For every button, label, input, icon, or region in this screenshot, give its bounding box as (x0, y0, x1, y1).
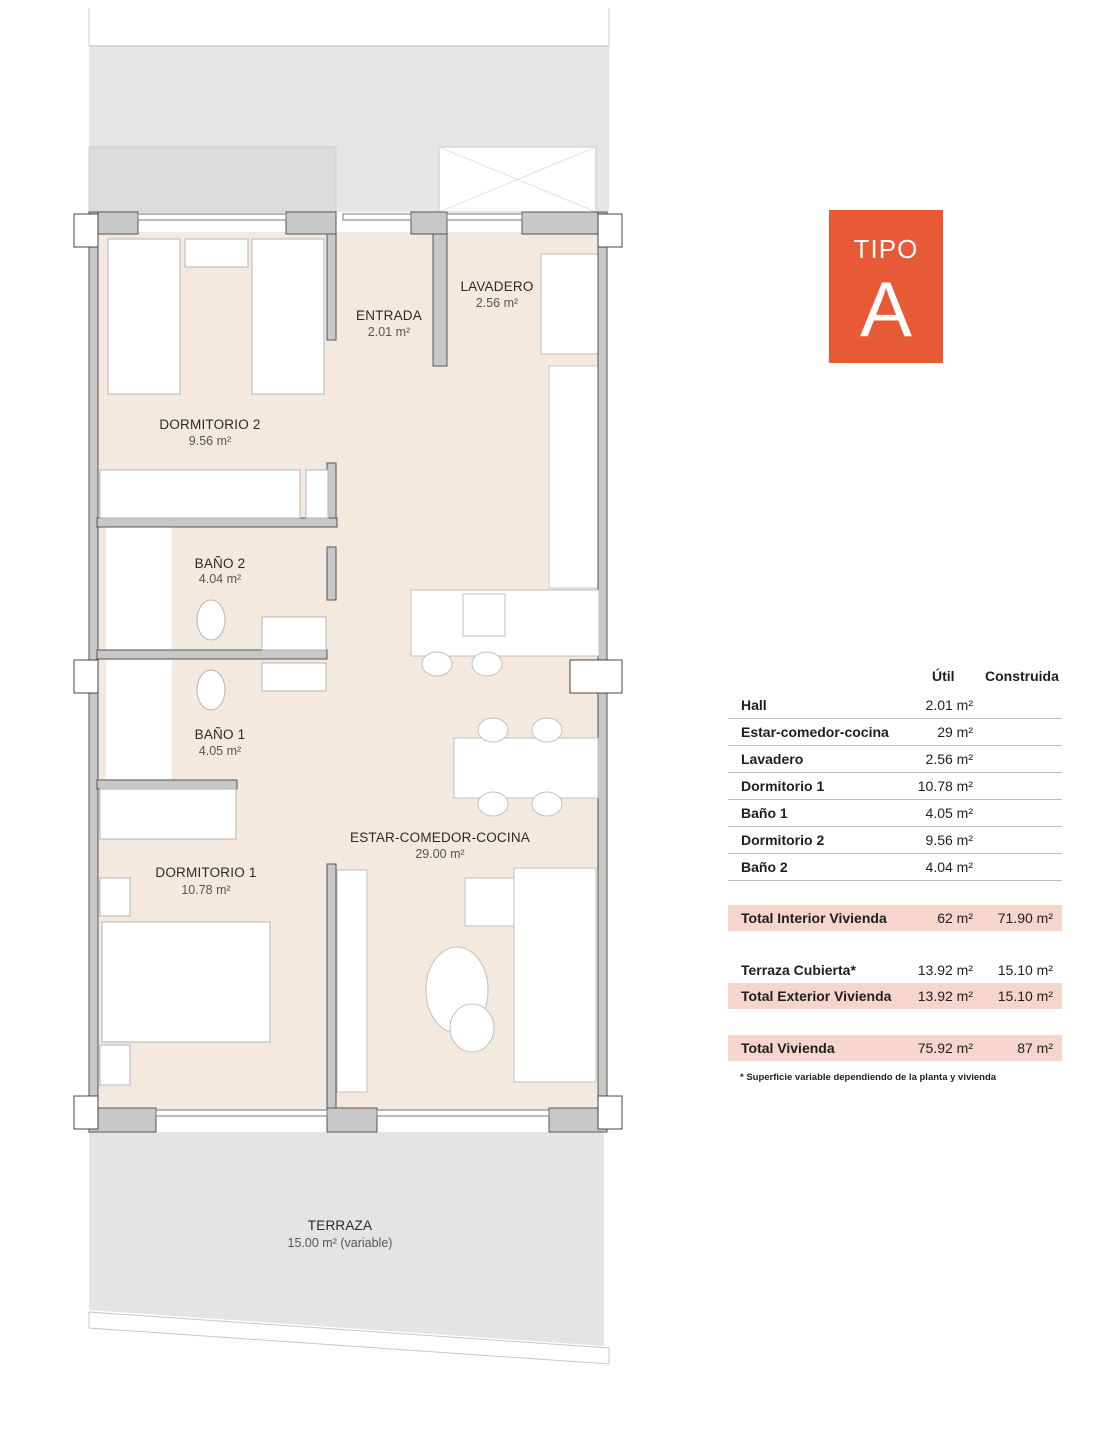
total-vivienda-construida: 87 m² (1017, 1040, 1053, 1056)
column-header-util: Útil (932, 668, 955, 684)
total-vivienda-row: Total Vivienda 75.92 m² 87 m² (728, 1035, 1062, 1061)
row-name: Dormitorio 1 (741, 778, 825, 794)
total-exterior-row: Total Exterior Vivienda 13.92 m² 15.10 m… (728, 983, 1062, 1009)
tipo-badge: TIPO A (829, 210, 943, 363)
window-top-1 (137, 213, 287, 221)
footnote: * Superficie variable dependiendo de la … (740, 1072, 997, 1083)
window-top-2 (342, 213, 412, 221)
table-header: Útil Construida (728, 662, 1062, 692)
room-name-entrada: ENTRADA (356, 308, 422, 323)
window-top-3 (446, 213, 523, 221)
bottom-terrace-rail (88, 1311, 610, 1365)
row-util: 2.56 m² (925, 751, 973, 767)
area-table: Útil Construida Hall 2.01 m² Estar-comed… (728, 662, 1062, 1061)
total-vivienda-name: Total Vivienda (741, 1040, 835, 1056)
room-name-bano2: BAÑO 2 (195, 556, 246, 571)
row-util: 2.01 m² (925, 697, 973, 713)
bedroom1-furniture (99, 788, 271, 1086)
table-row: Baño 2 4.04 m² (728, 854, 1062, 881)
room-name-dormitorio1: DORMITORIO 1 (155, 865, 256, 880)
room-name-dormitorio2: DORMITORIO 2 (159, 417, 260, 432)
living-furniture (336, 589, 600, 1093)
balcony-diag-2 (438, 146, 597, 213)
room-area-dormitorio1: 10.78 m² (181, 883, 230, 897)
row-name: Lavadero (741, 751, 804, 767)
row-name: Estar-comedor-cocina (741, 724, 889, 740)
total-interior-construida: 71.90 m² (997, 910, 1053, 926)
row-name: Baño 2 (741, 859, 788, 875)
room-name-bano1: BAÑO 1 (195, 727, 246, 742)
row-util: 9.56 m² (925, 832, 973, 848)
row-util: 4.04 m² (925, 859, 973, 875)
room-area-entrada: 2.01 m² (368, 325, 410, 339)
terraza-cubierta-row: Terraza Cubierta* 13.92 m² 15.10 m² (728, 957, 1062, 983)
kitchen-counter (548, 365, 600, 589)
row-name: Hall (741, 697, 767, 713)
room-area-bano2: 4.04 m² (199, 572, 241, 586)
window-bottom-1 (155, 1109, 328, 1117)
room-name-terraza: TERRAZA (308, 1218, 372, 1233)
total-exterior-construida: 15.10 m² (997, 988, 1053, 1004)
row-name: Dormitorio 2 (741, 832, 825, 848)
lavadero-right (540, 253, 600, 355)
bath-floor-white-1 (106, 527, 172, 650)
room-area-terraza: 15.00 m² (variable) (288, 1236, 393, 1250)
bedroom2-furniture (99, 238, 329, 519)
room-name-lavadero: LAVADERO (460, 279, 533, 294)
tipo-word: TIPO (853, 234, 919, 264)
tipo-letter: A (859, 265, 913, 353)
table-row: Hall 2.01 m² (728, 692, 1062, 719)
terraza-cubierta-util: 13.92 m² (917, 962, 973, 978)
terraza-cubierta-name: Terraza Cubierta* (741, 962, 856, 978)
room-name-estar: ESTAR-COMEDOR-COCINA (350, 830, 530, 845)
row-util: 29 m² (937, 724, 973, 740)
total-interior-row: Total Interior Vivienda 62 m² 71.90 m² (728, 905, 1062, 931)
row-name: Baño 1 (741, 805, 788, 821)
total-interior-util: 62 m² (937, 910, 973, 926)
window-bottom-2 (376, 1109, 550, 1117)
bath-fixtures (196, 599, 327, 711)
row-util: 10.78 m² (917, 778, 973, 794)
room-area-dormitorio2: 9.56 m² (189, 434, 231, 448)
terraza-cubierta-construida: 15.10 m² (997, 962, 1053, 978)
table-row: Dormitorio 1 10.78 m² (728, 773, 1062, 800)
total-exterior-util: 13.92 m² (917, 988, 973, 1004)
row-util: 4.05 m² (925, 805, 973, 821)
total-exterior-name: Total Exterior Vivienda (741, 988, 892, 1004)
bottom-terrace (89, 1132, 604, 1346)
table-row: Estar-comedor-cocina 29 m² (728, 719, 1062, 746)
bath-floor-white-2 (106, 660, 172, 780)
table-row: Baño 1 4.05 m² (728, 800, 1062, 827)
room-area-lavadero: 2.56 m² (476, 296, 518, 310)
planter-left (88, 146, 337, 213)
table-row: Lavadero 2.56 m² (728, 746, 1062, 773)
column-header-construida: Construida (985, 668, 1059, 684)
total-vivienda-util: 75.92 m² (917, 1040, 973, 1056)
room-area-estar: 29.00 m² (415, 847, 464, 861)
total-interior-name: Total Interior Vivienda (741, 910, 887, 926)
columns (73, 213, 623, 1130)
room-area-bano1: 4.05 m² (199, 744, 241, 758)
table-row: Dormitorio 2 9.56 m² (728, 827, 1062, 854)
